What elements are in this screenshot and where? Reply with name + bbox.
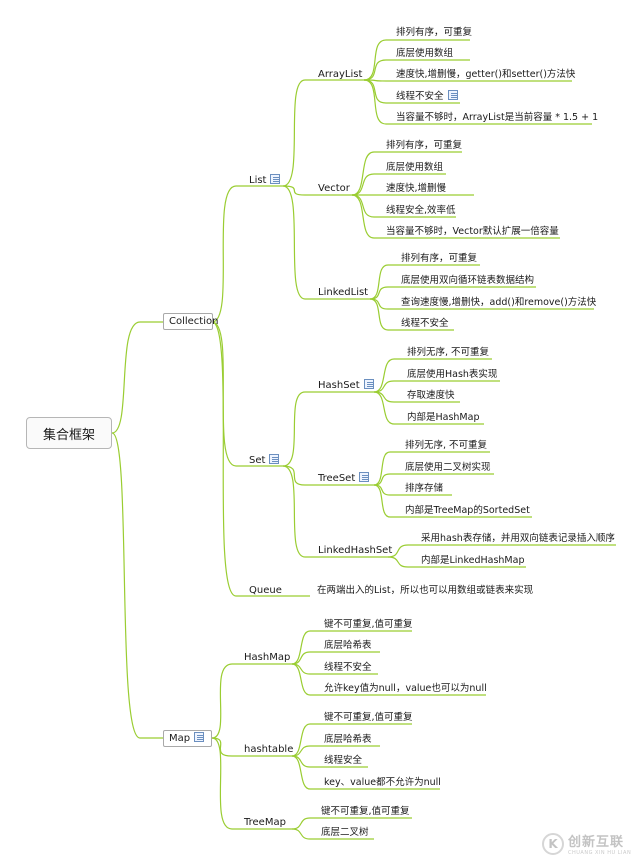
- note-icon: [270, 174, 281, 184]
- watermark-cn: 创新互联: [568, 835, 625, 850]
- treemap-item: 键不可重复,值可重复: [321, 806, 410, 817]
- map-node[interactable]: Map: [163, 730, 212, 747]
- linkedlist-item: 底层使用双向循环链表数据结构: [401, 275, 535, 286]
- vector-item: 排列有序，可重复: [386, 140, 463, 151]
- hashset-node[interactable]: HashSet: [318, 379, 374, 392]
- hashset-item: 底层使用Hash表实现: [407, 369, 498, 380]
- vector-item: 线程安全,效率低: [386, 205, 456, 216]
- hashset-node-label: HashSet: [318, 380, 360, 391]
- hashmap-node[interactable]: HashMap: [244, 652, 291, 663]
- arraylist-item: 当容量不够时，ArrayList是当前容量 * 1.5 + 1: [396, 112, 599, 123]
- hashset-item: 存取速度快: [407, 390, 455, 401]
- treeset-item: 底层使用二叉树实现: [405, 462, 491, 473]
- watermark-en: CHUANG XIN HU LIAN: [568, 850, 632, 856]
- queue-node[interactable]: Queue: [249, 585, 282, 596]
- note-icon: [269, 454, 280, 464]
- collection-node[interactable]: Collection: [163, 313, 218, 330]
- arraylist-item: 排列有序，可重复: [396, 27, 473, 38]
- arraylist-node[interactable]: ArrayList: [318, 69, 363, 80]
- arraylist-item: 线程不安全: [396, 90, 458, 103]
- arraylist-item: 速度快,增删慢，getter()和setter()方法快: [396, 69, 576, 80]
- treeset-node-label: TreeSet: [318, 473, 356, 484]
- note-icon: [363, 379, 374, 389]
- list-node[interactable]: List: [249, 174, 281, 187]
- hashmap-item: 允许key值为null，value也可以为null: [324, 683, 487, 694]
- note-icon: [359, 472, 370, 482]
- vector-item: 当容量不够时，Vector默认扩展一倍容量: [386, 226, 559, 237]
- set-node-label: Set: [249, 455, 266, 466]
- map-node-label: Map: [169, 733, 191, 744]
- watermark-logo: K 创新互联 CHUANG XIN HU LIAN: [542, 831, 631, 856]
- treemap-item: 底层二叉树: [321, 827, 369, 838]
- vector-node[interactable]: Vector: [318, 183, 350, 194]
- hashtable-node[interactable]: hashtable: [244, 744, 294, 755]
- note-icon: [194, 732, 205, 742]
- linkedlist-item: 查询速度慢,增删快，add()和remove()方法快: [401, 297, 597, 308]
- linkedlist-item: 线程不安全: [401, 318, 449, 329]
- hashmap-item: 底层哈希表: [324, 640, 372, 651]
- hashtable-item: key、value都不允许为null: [324, 777, 441, 788]
- hashset-item: 排列无序, 不可重复: [407, 347, 490, 358]
- arraylist-item: 底层使用数组: [396, 48, 454, 59]
- vector-item: 速度快,增删慢: [386, 183, 447, 194]
- treeset-item: 排列无序, 不可重复: [405, 440, 488, 451]
- linkedhashset-item: 内部是LinkedHashMap: [421, 555, 525, 566]
- queue-description: 在两端出入的List，所以也可以用数组或链表来实现: [317, 585, 534, 596]
- linkedlist-item: 排列有序，可重复: [401, 253, 478, 264]
- treeset-item: 排序存储: [405, 483, 444, 494]
- hashtable-item: 线程安全: [324, 755, 363, 766]
- hashmap-item: 键不可重复,值可重复: [324, 619, 413, 630]
- linkedhashset-node[interactable]: LinkedHashSet: [318, 545, 393, 556]
- note-icon: [447, 90, 458, 100]
- arraylist-item-label: 线程不安全: [396, 91, 444, 102]
- hashset-item: 内部是HashMap: [407, 412, 480, 423]
- hashtable-item: 底层哈希表: [324, 734, 372, 745]
- linkedlist-node[interactable]: LinkedList: [318, 287, 369, 298]
- treeset-node[interactable]: TreeSet: [318, 472, 370, 485]
- logo-icon: K: [542, 832, 564, 855]
- hashtable-item: 键不可重复,值可重复: [324, 712, 413, 723]
- list-node-label: List: [249, 175, 267, 186]
- hashmap-item: 线程不安全: [324, 662, 372, 673]
- vector-item: 底层使用数组: [386, 162, 444, 173]
- treemap-node[interactable]: TreeMap: [244, 817, 286, 828]
- root-node[interactable]: 集合框架: [26, 417, 112, 449]
- set-node[interactable]: Set: [249, 454, 280, 467]
- linkedhashset-item: 采用hash表存储，并用双向链表记录插入顺序: [421, 533, 615, 544]
- treeset-item: 内部是TreeMap的SortedSet: [405, 505, 530, 516]
